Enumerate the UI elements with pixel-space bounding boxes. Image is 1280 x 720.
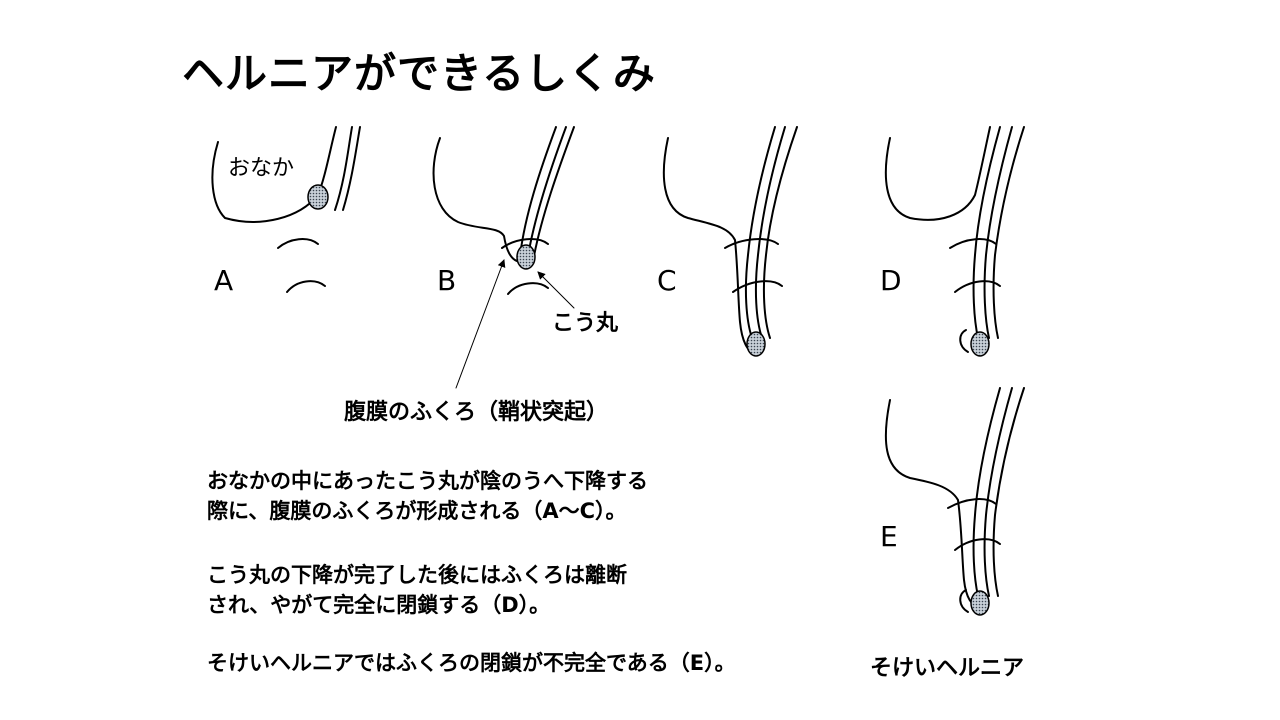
paragraph-closure: こう丸の下降が完了した後にはふくろは離断 され、やがて完全に閉鎖する（D）。 — [207, 560, 627, 620]
panel-label-c: C — [657, 264, 677, 297]
sac-pointer-arrow — [455, 259, 506, 389]
testis-label: こう丸 — [552, 311, 619, 336]
panel-e-figure — [884, 387, 1025, 613]
panel-c-testis — [746, 331, 766, 357]
panel-a-figure — [211, 126, 361, 293]
abdomen-label: おなか — [228, 156, 294, 181]
panel-label-b: B — [437, 264, 456, 297]
panel-label-d: D — [880, 264, 902, 297]
paragraph-line: こう丸の下降が完了した後にはふくろは離断 — [207, 563, 627, 587]
hernia-caption: そけいヘルニア — [870, 656, 1025, 681]
page-title: ヘルニアができるしくみ — [182, 49, 656, 98]
panel-label-a: A — [214, 264, 233, 297]
panel-a-testis — [307, 184, 329, 210]
panel-d-testis — [970, 331, 990, 357]
paragraph-line: され、やがて完全に閉鎖する（D）。 — [207, 593, 551, 617]
paragraph-hernia: そけいヘルニアではふくろの閉鎖が不完全である（E）。 — [207, 648, 736, 678]
panel-b-testis — [516, 244, 536, 270]
panel-d-figure — [884, 126, 1025, 353]
panel-e-testis — [970, 590, 990, 616]
paragraph-line: 際に、腹膜のふくろが形成される（A〜C）。 — [207, 499, 627, 523]
paragraph-formation: おなかの中にあったこう丸が陰のうへ下降する 際に、腹膜のふくろが形成される（A〜… — [207, 466, 648, 526]
peritoneal-sac-label: 腹膜のふくろ（鞘状突起） — [344, 400, 609, 425]
panel-label-e: E — [880, 520, 898, 553]
panel-b-figure — [432, 126, 575, 295]
paragraph-line: そけいヘルニアではふくろの閉鎖が不完全である（E）。 — [207, 651, 736, 675]
panel-c-figure — [662, 126, 798, 353]
paragraph-line: おなかの中にあったこう丸が陰のうへ下降する — [207, 469, 648, 493]
testis-pointer-arrow — [537, 271, 575, 309]
